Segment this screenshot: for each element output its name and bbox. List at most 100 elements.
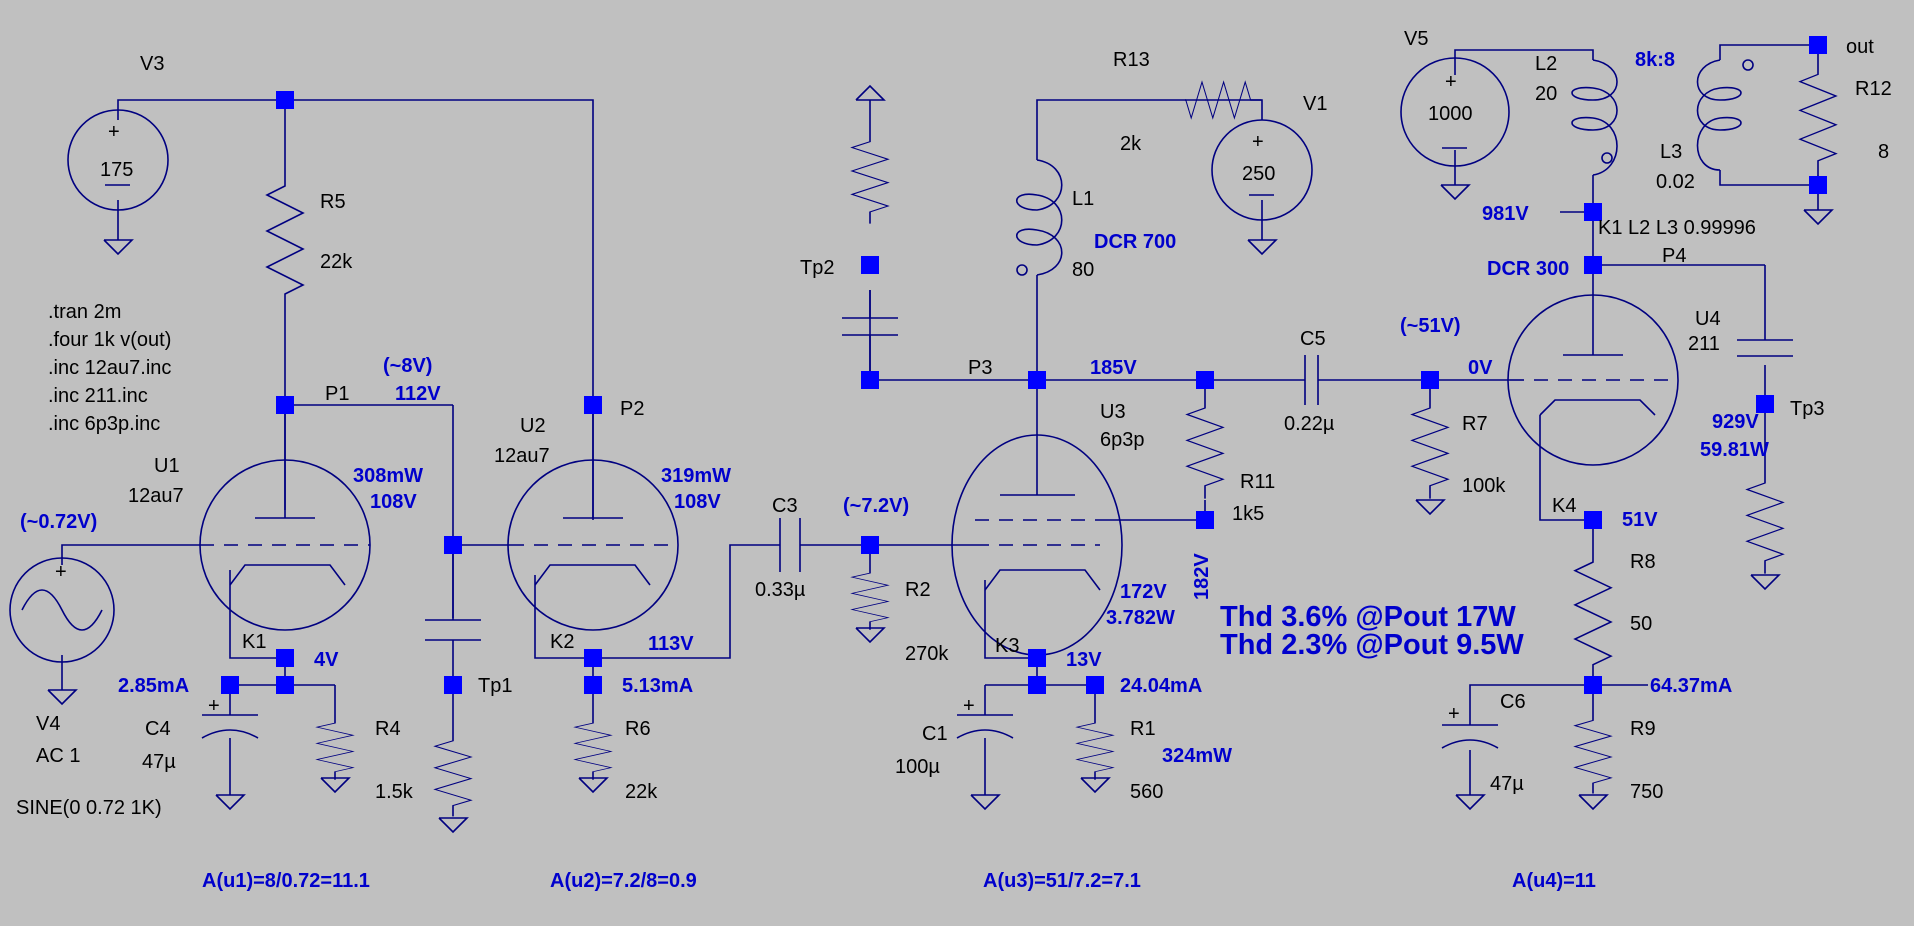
c5-name: C5 [1300,328,1326,350]
u4-value: 211 [1688,333,1720,355]
r11-value: 1k5 [1232,503,1264,525]
svg-text:+: + [208,695,220,717]
thd-9w: Thd 2.3% @Pout 9.5W [1220,629,1524,661]
r4-name: R4 [375,718,401,740]
c4-value: 47µ [142,751,176,773]
k3-current: 24.04mA [1120,675,1202,697]
l1-value: 80 [1072,259,1094,281]
net-p4: P4 [1662,245,1686,267]
k1-voltage: 4V [314,649,339,671]
r2-value: 270k [905,643,949,665]
r6-symbol [574,714,612,781]
u4-grid-voltage: 0V [1468,357,1493,379]
k2-voltage: 113V [648,633,694,655]
r12-symbol [1799,59,1837,176]
r13-name: R13 [1113,49,1150,71]
thd-17w: Thd 3.6% @Pout 17W [1220,601,1516,633]
u4-input-signal: (~51V) [1400,315,1461,337]
u3-value: 6p3p [1100,429,1145,451]
net-tp3: Tp3 [1790,398,1824,420]
u2-tube [507,405,679,631]
l3-value: 0.02 [1656,171,1695,193]
k3-voltage: 13V [1066,649,1102,671]
p3-voltage: 185V [1090,357,1137,379]
r7-symbol [1411,394,1449,500]
component-labels: V3 175 R5 22k U1 12au7 U2 12au7 V4 AC 1 … [16,28,1892,819]
k4-current: 64.37mA [1650,675,1732,697]
v4-value: AC 1 [36,745,80,767]
u4-tube [1507,294,1679,466]
r1-power: 324mW [1162,745,1232,767]
directive-0: .tran 2m [48,301,121,323]
k2-current: 5.13mA [622,675,693,697]
u1-tube [199,405,371,631]
c3-signal: (~7.2V) [843,495,909,517]
u4-plate-voltage: 929V [1712,411,1759,433]
u1-input-signal: (~0.72V) [20,511,97,533]
c6-value: 47µ [1490,773,1524,795]
c6-name: C6 [1500,691,1526,713]
r9-symbol [1574,709,1612,795]
v1-value: 250 [1242,163,1275,185]
r5-symbol [266,167,304,313]
r6-name: R6 [625,718,651,740]
gain-u1: A(u1)=8/0.72=11.1 [202,870,370,892]
l2-name: L2 [1535,53,1557,75]
l2-dcr: DCR 300 [1487,258,1569,280]
p1-voltage: 112V [395,383,441,405]
svg-text:+: + [963,695,975,717]
u3-dissipation: 3.782W [1106,607,1175,629]
r8-name: R8 [1630,551,1656,573]
net-k1: K1 [242,631,266,653]
u1-value: 12au7 [128,485,184,507]
r2-symbol [851,564,889,631]
u1-plate-voltage: 108V [370,491,417,513]
annotations: (~0.72V) 308mW 108V (~8V) 112V 319mW 108… [20,49,1769,892]
screen-voltage: 182V [1191,553,1213,600]
l1-name: L1 [1072,188,1094,210]
tp3-load-symbol [1746,469,1784,575]
r12-value: 8 [1878,141,1889,163]
inductors [1016,59,1754,276]
v5-value: 1000 [1428,103,1473,125]
directive-2: .inc 12au7.inc [48,357,171,379]
u1-dissipation: 308mW [353,465,423,487]
u1-name: U1 [154,455,180,477]
r5-name: R5 [320,191,346,213]
v4-sine: SINE(0 0.72 1K) [16,797,162,819]
r12-name: R12 [1855,78,1892,100]
net-k4: K4 [1552,495,1576,517]
v3-name: V3 [140,53,164,75]
k1-current: 2.85mA [118,675,189,697]
gain-u2: A(u2)=7.2/8=0.9 [550,870,697,892]
net-labels: P1 P2 P3 P4 K1 K2 K3 K4 Tp1 Tp2 Tp3 out [242,36,1874,697]
r11-name: R11 [1240,471,1275,493]
r8-symbol [1574,544,1612,683]
directive-1: .four 1k v(out) [48,329,171,351]
svg-text:+: + [55,561,67,583]
v5-name: V5 [1404,28,1428,50]
r1-symbol [1076,714,1114,781]
l2-value: 20 [1535,83,1557,105]
p1-signal: (~8V) [383,355,432,377]
net-p3: P3 [968,357,992,379]
svg-text:+: + [108,121,120,143]
net-tp2: Tp2 [800,257,834,279]
svg-text:+: + [1448,703,1460,725]
tp1-load-symbol [434,729,472,818]
u2-value: 12au7 [494,445,550,467]
c5-value: 0.22µ [1284,413,1335,435]
b-plus-voltage: 981V [1482,203,1529,225]
wires [61,44,1819,795]
u2-plate-voltage: 108V [674,491,721,513]
r13-value: 2k [1120,133,1142,155]
k4-voltage: 51V [1622,509,1658,531]
r1-name: R1 [1130,718,1156,740]
grounds [47,84,1833,833]
tp2-load-symbol [851,129,889,225]
transformer-ratio: 8k:8 [1635,49,1675,71]
directive-3: .inc 211.inc [48,385,148,407]
capacitors: + + + [201,290,1793,760]
u4-dissipation: 59.81W [1700,439,1769,461]
r6-value: 22k [625,781,658,803]
